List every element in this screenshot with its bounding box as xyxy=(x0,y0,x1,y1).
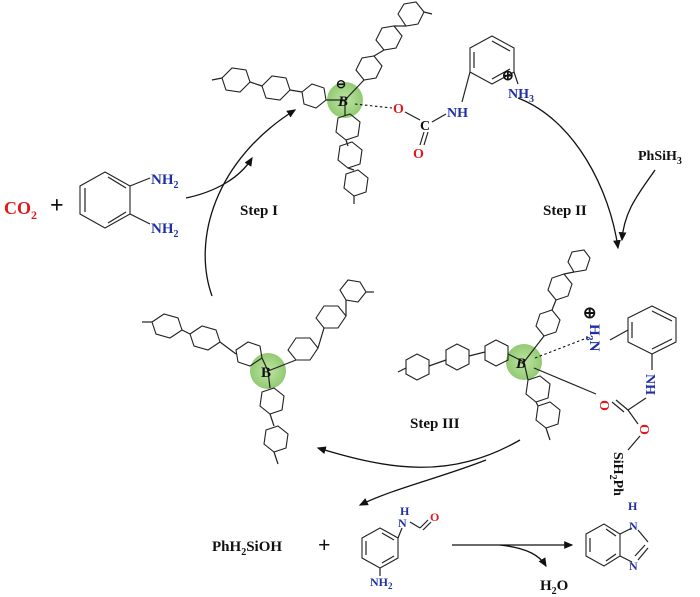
boron-label-2: B xyxy=(515,356,526,372)
boron-label-catalyst: B xyxy=(261,365,271,381)
formamide-h: H xyxy=(400,504,410,518)
reactant-plus: + xyxy=(50,193,64,219)
cycle-arrow-top-right xyxy=(517,97,621,250)
benzimidazole-n-bottom: N xyxy=(629,559,638,573)
step-labels: Step I Step II Step III xyxy=(240,203,587,432)
carbamate-nh: NH xyxy=(447,106,468,121)
carbamate-c: C xyxy=(420,119,430,134)
phsih3-arrow xyxy=(618,169,656,242)
nh2-bottom-label: NH2 xyxy=(151,221,179,240)
h3n-plus-charge: ⊕ xyxy=(583,305,596,322)
reactant-arrow xyxy=(185,156,253,199)
cycle-arrow-bottom xyxy=(316,439,521,468)
formamide-n: N xyxy=(398,516,407,530)
benzimidazole-h: H xyxy=(628,499,638,513)
nh-label-2: NH xyxy=(642,374,657,395)
step-3-label: Step III xyxy=(410,416,460,432)
diamine-benzene-ring xyxy=(79,171,131,229)
catalytic-cycle xyxy=(185,97,656,568)
silanol-formula: PhH2SiOH xyxy=(212,539,282,558)
water-formula: H2O xyxy=(540,578,568,597)
formamide-nh2: NH2 xyxy=(370,575,393,591)
formamide-benzene-ring xyxy=(361,527,399,569)
ammonium-plus-charge: ⊕ xyxy=(502,69,514,84)
ammonium-nh3: NH3 xyxy=(508,87,534,105)
boron-label-1: B xyxy=(337,94,348,110)
o2-label-2: O xyxy=(636,424,651,435)
carbamate-o1: O xyxy=(393,102,404,117)
boron-nitrogen-dative xyxy=(534,335,593,359)
phsih3-reagent: PhSiH3 xyxy=(638,149,682,167)
reactants: CO2 + NH2 NH2 xyxy=(4,171,179,240)
boron-minus-charge: ⊖ xyxy=(336,77,346,91)
water-release-arrow xyxy=(499,544,547,568)
products: PhH2SiOH + H N O NH2 H2O H N N xyxy=(212,499,649,597)
co2-formula: CO2 xyxy=(4,198,37,222)
o1-label-2: O xyxy=(596,400,611,411)
benzimidazole-benzene-ring xyxy=(585,523,621,567)
intermediate-2: B ⊕ H3N NH O O SiH2Ph xyxy=(397,249,677,496)
product-plus: + xyxy=(318,532,331,557)
formamide-o: O xyxy=(430,510,439,524)
carbamate-o2: O xyxy=(413,147,424,162)
h3n-label: H3N xyxy=(583,324,602,352)
intermediate-1: B ⊖ O C O NH NH3 ⊕ xyxy=(211,1,534,204)
borane-catalyst: B xyxy=(142,279,374,465)
sih2ph-label: SiH2Ph xyxy=(607,452,625,496)
boron-oxygen-dative xyxy=(354,103,393,109)
step-1-label: Step I xyxy=(240,203,278,219)
benzimidazole-n-top: N xyxy=(629,519,638,533)
cycle-arrow-left xyxy=(204,109,297,297)
nh2-top-label: NH2 xyxy=(151,172,179,191)
step-2-label: Step II xyxy=(543,203,587,219)
product-release-arrow xyxy=(358,459,487,506)
